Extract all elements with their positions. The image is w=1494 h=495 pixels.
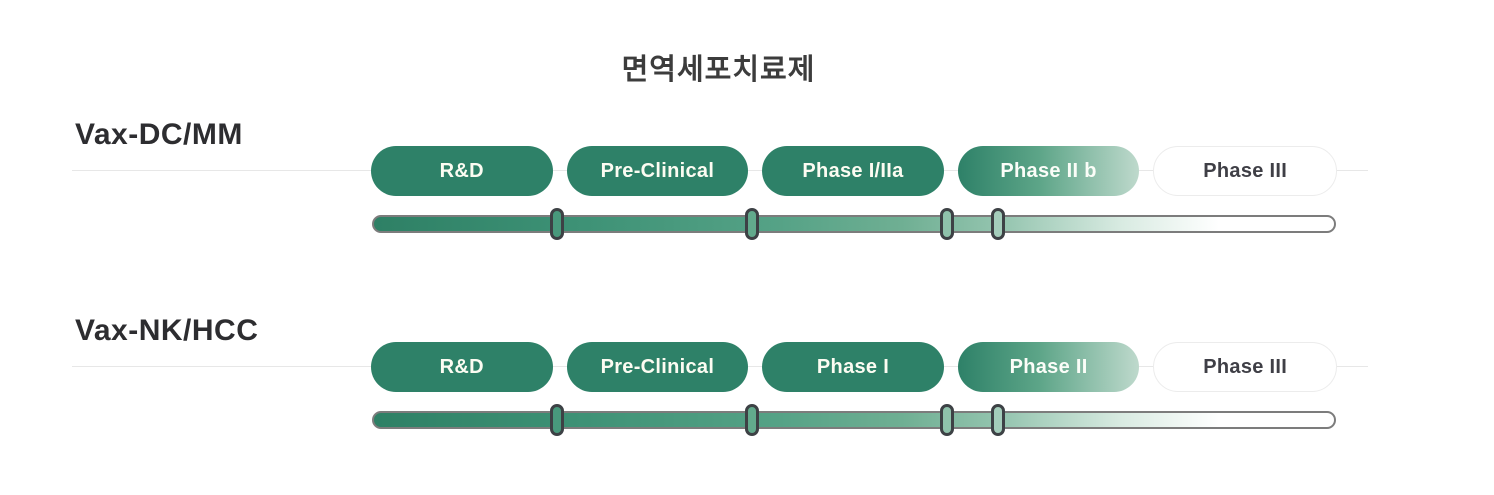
stage-pill-label: Phase I — [816, 355, 890, 378]
progress-tick — [744, 208, 759, 240]
progress-track — [372, 208, 1336, 240]
pipeline-row-vax-dc-mm: Vax-DC/MM R&D Pre-Clinical Phase I/IIa P… — [0, 118, 1494, 258]
product-name: Vax-DC/MM — [75, 118, 243, 151]
progress-tick — [939, 208, 954, 240]
stage-pill-label: R&D — [439, 159, 484, 182]
progress-tick — [939, 404, 954, 436]
stage-pills: R&D Pre-Clinical Phase I Phase II Phase … — [371, 342, 1337, 392]
progress-tick — [990, 404, 1005, 436]
stage-pill-phase-1-2a: Phase I/IIa — [762, 146, 944, 196]
stage-pill-phase-3: Phase III — [1153, 342, 1337, 392]
stage-pill-label: Pre-Clinical — [600, 355, 715, 378]
stage-pill-label: Phase II — [1009, 355, 1088, 378]
stage-pill-label: R&D — [439, 355, 484, 378]
progress-tick — [550, 208, 565, 240]
progress-tick — [990, 208, 1005, 240]
stage-pill-label: Phase III — [1203, 159, 1288, 182]
stage-pill-phase-1: Phase I — [762, 342, 944, 392]
stage-pill-pre-clinical: Pre-Clinical — [566, 146, 749, 196]
progress-bar — [372, 411, 1336, 429]
stage-pills: R&D Pre-Clinical Phase I/IIa Phase II b … — [371, 146, 1337, 196]
stage-pill-label: Pre-Clinical — [600, 159, 715, 182]
stage-pill-phase-2b-current: Phase II b — [957, 146, 1140, 196]
stage-pill-label: Phase I/IIa — [802, 159, 904, 182]
progress-bar — [372, 215, 1336, 233]
stage-pill-rnd: R&D — [371, 146, 553, 196]
stage-pill-phase-2-current: Phase II — [957, 342, 1140, 392]
stage-pill-label: Phase III — [1203, 355, 1288, 378]
stage-pill-rnd: R&D — [371, 342, 553, 392]
stage-pill-pre-clinical: Pre-Clinical — [566, 342, 749, 392]
stage-pill-label: Phase II b — [1000, 159, 1097, 182]
pipeline-row-vax-nk-hcc: Vax-NK/HCC R&D Pre-Clinical Phase I Phas… — [0, 314, 1494, 454]
progress-track — [372, 404, 1336, 436]
page-title: 면역세포치료제 — [621, 54, 816, 86]
progress-tick — [550, 404, 565, 436]
stage-pill-phase-3: Phase III — [1153, 146, 1337, 196]
product-name: Vax-NK/HCC — [75, 314, 259, 347]
progress-tick — [744, 404, 759, 436]
